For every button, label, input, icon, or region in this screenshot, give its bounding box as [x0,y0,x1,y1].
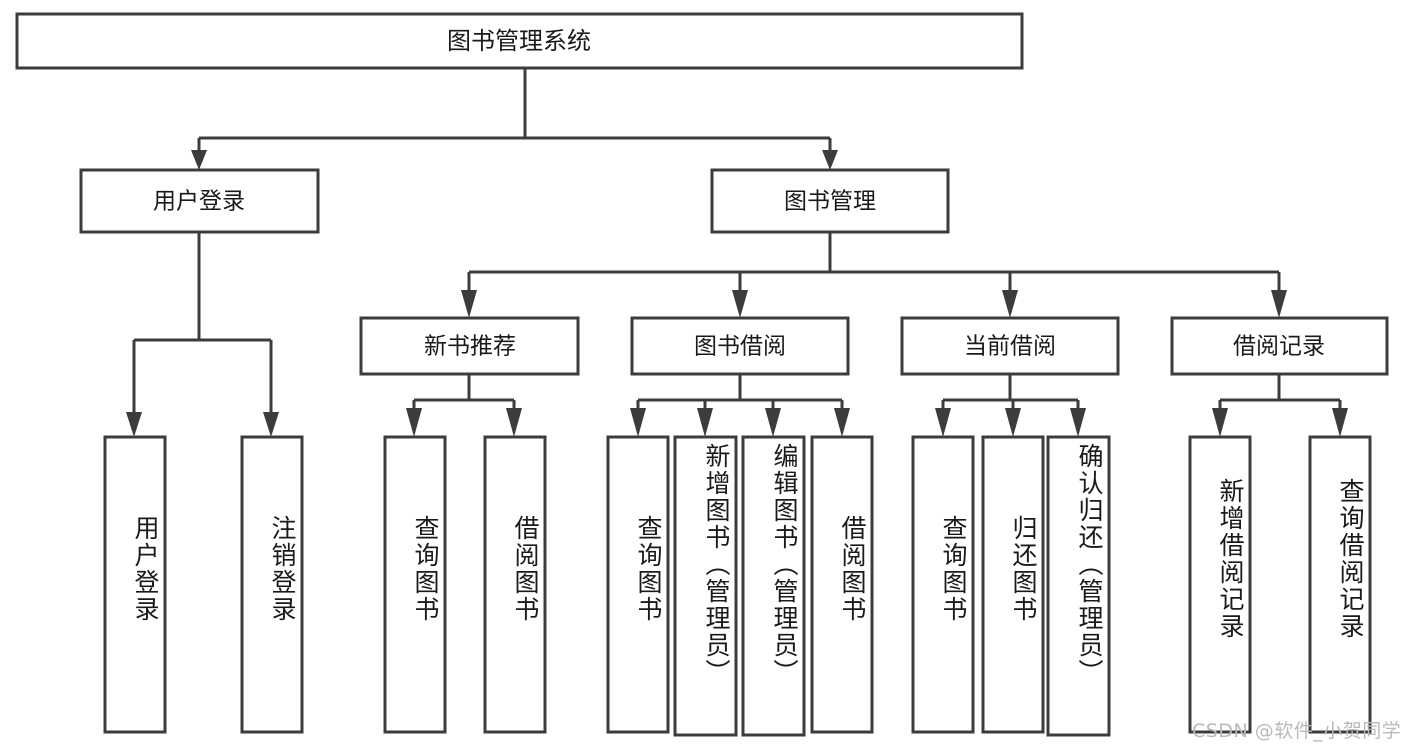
node-borrow-record-box[interactable] [1170,316,1389,376]
connector-layer [126,68,1348,437]
node-user-login-label: 用户登录 [153,189,245,215]
arrow-to-user-login [191,150,207,170]
arrow-to-leaf-borrow-book-1 [506,408,522,437]
node-leaf-query-book-1-box[interactable] [383,435,447,734]
node-book-manage-box[interactable] [710,168,950,234]
arrow-to-leaf-query-book-3 [935,408,951,437]
node-leaf-add-record-box[interactable] [1188,435,1252,734]
node-current-borrow-box[interactable] [900,316,1120,376]
node-book-borrow-label: 图书借阅 [694,334,786,360]
node-root-box[interactable] [15,12,1024,70]
node-borrow-record[interactable]: 借阅记录 [1170,316,1389,376]
node-leaf-borrow-book-1-box[interactable] [483,435,547,734]
arrow-to-book-manage [822,150,838,170]
node-leaf-add-book-box[interactable] [673,435,738,737]
arrow-to-leaf-user-login [126,412,142,437]
arrow-to-borrow-record [1271,290,1287,318]
arrow-to-book-borrow [732,290,748,318]
arrow-to-leaf-confirm-return [1070,408,1086,437]
node-leaf-borrow-book-2-box[interactable] [810,435,874,734]
watermark-text: CSDN @软件_小贺同学 [1192,720,1402,742]
arrow-to-leaf-add-book [697,408,713,437]
arrow-to-leaf-query-book-1 [406,408,422,437]
node-book-borrow-box[interactable] [630,316,850,376]
arrow-to-leaf-logout [263,412,279,437]
node-leaf-return-book-box[interactable] [981,435,1045,734]
node-root-label: 图书管理系统 [447,27,591,55]
node-current-borrow[interactable]: 当前借阅 [900,316,1120,376]
node-book-manage[interactable]: 图书管理 [710,168,950,234]
node-leaf-edit-book-box[interactable] [741,435,806,737]
node-user-login-box[interactable] [79,168,320,234]
arrow-to-leaf-borrow-book-2 [834,408,850,437]
node-leaf-query-book-2-box[interactable] [606,435,670,734]
node-leaf-confirm-return-box[interactable] [1046,435,1111,737]
node-root[interactable]: 图书管理系统 [15,12,1024,70]
arrow-to-new-book-rec [461,290,477,318]
arrow-to-current-borrow [1002,290,1018,318]
node-leaf-user-login-box[interactable] [103,435,167,734]
node-new-book-rec-box[interactable] [359,316,580,376]
arrow-to-leaf-query-record [1332,408,1348,437]
node-book-borrow[interactable]: 图书借阅 [630,316,850,376]
node-leaf-logout-box[interactable] [240,435,304,734]
arrow-to-leaf-edit-book [765,408,781,437]
arrow-to-leaf-return-book [1005,408,1021,437]
arrow-to-leaf-add-record [1212,408,1228,437]
node-leaf-query-record-box[interactable] [1308,435,1372,734]
node-new-book-rec[interactable]: 新书推荐 [359,316,580,376]
node-book-manage-label: 图书管理 [784,189,876,215]
node-current-borrow-label: 当前借阅 [964,334,1056,360]
node-user-login[interactable]: 用户登录 [79,168,320,234]
node-leaf-query-book-3-box[interactable] [911,435,975,734]
node-borrow-record-label: 借阅记录 [1233,334,1325,360]
arrow-to-leaf-query-book-2 [630,408,646,437]
node-new-book-rec-label: 新书推荐 [424,334,516,360]
